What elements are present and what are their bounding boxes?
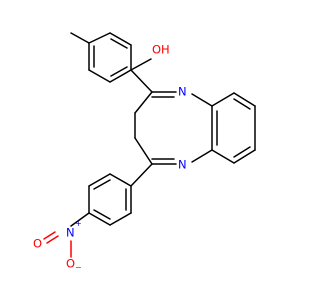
nitro-nitrogen-label: N bbox=[66, 226, 75, 240]
nitro-nitrogen-charge: + bbox=[75, 219, 82, 228]
diazepine-nitrophenyl-bond bbox=[130, 163, 153, 187]
hydroxyl-bond bbox=[130, 58, 152, 71]
phenol-diazepine-bond bbox=[130, 69, 153, 93]
nitro-attach-bond bbox=[70, 212, 90, 227]
methyl-bond bbox=[70, 32, 90, 44]
diazepine-nitrogen-lower: N bbox=[178, 158, 187, 172]
benzo-ring bbox=[211, 92, 256, 164]
nitro-double-bond-a bbox=[46, 235, 59, 244]
diazepine-nitrogen-upper: N bbox=[178, 85, 187, 99]
nitro-double-bond-b bbox=[43, 231, 56, 240]
nitro-oxygen-bottom-label: O bbox=[66, 257, 75, 271]
diazepine-ring bbox=[134, 91, 213, 165]
phenol-ring bbox=[88, 32, 132, 83]
nitro-oxygen-top-label: O bbox=[33, 237, 42, 251]
nitro-oxygen-charge: − bbox=[75, 263, 82, 272]
hydroxyl-label: OH bbox=[152, 43, 170, 57]
nitrophenyl-ring bbox=[88, 173, 132, 226]
chemical-structure-diagram: OH N N bbox=[33, 32, 256, 272]
